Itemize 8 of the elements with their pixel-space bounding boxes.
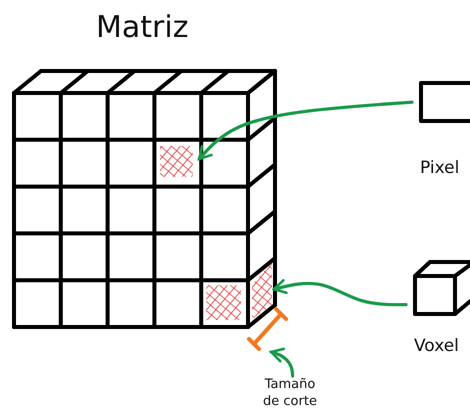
arrow xyxy=(198,100,414,161)
caption-text: Voxel xyxy=(414,336,459,356)
caption-text: Tamaño de corte xyxy=(262,376,318,410)
arrow xyxy=(272,279,408,306)
cut-size-bar xyxy=(246,306,288,352)
caption-text: Pixel xyxy=(420,158,460,178)
diagram-title: Matriz xyxy=(96,10,188,45)
arrow xyxy=(270,348,294,378)
